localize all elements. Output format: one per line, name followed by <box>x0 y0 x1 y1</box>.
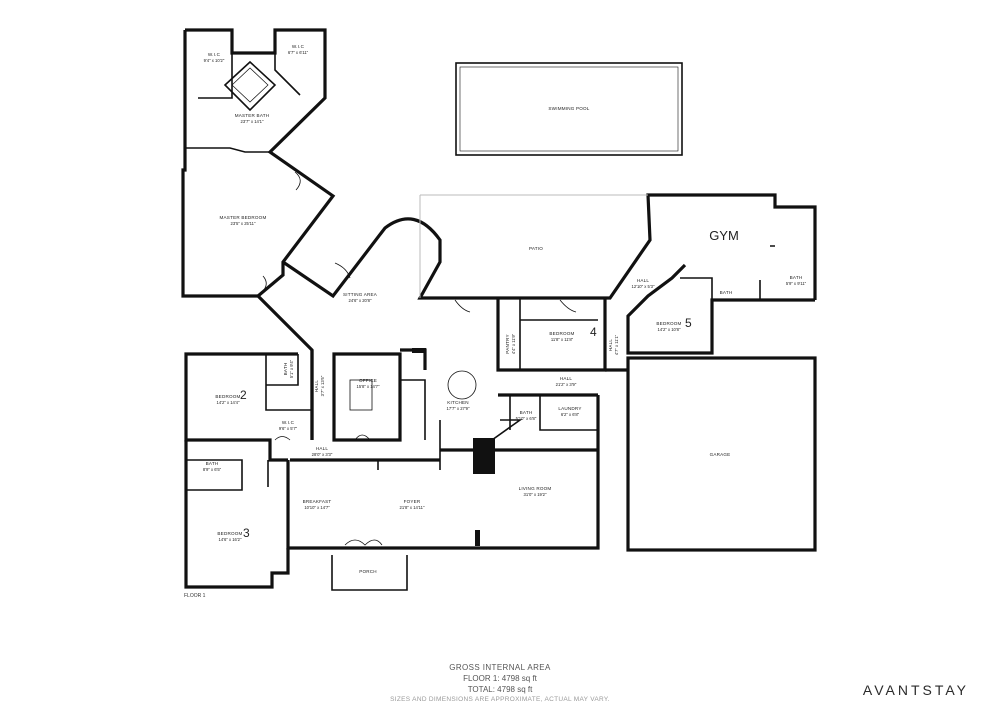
room-wic-bed2-name: W.I.C <box>282 420 295 425</box>
solid-blocks <box>412 348 495 546</box>
room-bedroom5-name: BEDROOM <box>656 321 681 326</box>
room-wic-left-name: W.I.C <box>208 52 221 57</box>
room-bedroom4-num: 4 <box>590 325 597 339</box>
room-hall-long-name: HALL <box>316 446 329 451</box>
room-hall-mid-name: HALL <box>560 376 573 381</box>
room-wic-right-dim: 6'7" x 6'11" <box>288 50 309 55</box>
room-bath-gym-dim: 5'9" x 9'11" <box>786 281 807 286</box>
room-office-dim: 15'8" x 14'7" <box>357 384 380 389</box>
room-bedroom2-name: BEDROOM <box>215 394 240 399</box>
footer-floor-area: FLOOR 1: 4798 sq ft <box>463 674 537 683</box>
room-laundry-dim: 6'2" x 6'8" <box>561 412 580 417</box>
room-bedroom3-num: 3 <box>243 526 250 540</box>
room-pantry-dim: 4'4" x 11'9" <box>511 333 516 354</box>
room-bath-small-name: BATH <box>720 290 733 295</box>
room-bedroom3-dim: 14'6" x 16'2" <box>219 537 242 542</box>
room-hall-long-dim: 28'0" x 3'3" <box>312 452 333 457</box>
room-bedroom4-dim: 11'8" x 11'8" <box>551 337 574 342</box>
room-bedroom5-num: 5 <box>685 316 692 330</box>
room-pool-name: SWIMMING POOL <box>548 106 589 111</box>
room-hall-vertical-dim: 4'7" x 11'1" <box>614 334 619 355</box>
room-wic-right-name: W.I.C <box>292 44 305 49</box>
room-bath-gym-name: BATH <box>790 275 803 280</box>
room-bedroom2-num: 2 <box>240 388 247 402</box>
room-pantry-name: PANTRY <box>505 334 510 353</box>
room-hall-vertical-name: HALL <box>608 339 613 352</box>
room-hall-mid-dim: 21'2" x 3'9" <box>556 382 577 387</box>
room-wic-left-dim: 9'4" x 10'2" <box>204 58 225 63</box>
room-bath-bed2-dim: 5'1" x 9'4" <box>289 359 294 378</box>
room-labels: W.I.C 9'4" x 10'2" W.I.C 6'7" x 6'11" MA… <box>203 44 807 574</box>
room-master-bath-dim: 23'7" x 14'1" <box>241 119 264 124</box>
room-hall-narrow-dim: 3'7" x 13'6" <box>320 375 325 396</box>
interior-walls <box>185 53 775 591</box>
room-living-name: LIVING ROOM <box>519 486 552 491</box>
room-garage-name: GARAGE <box>710 452 731 457</box>
room-patio-name: PATIO <box>529 246 543 251</box>
exterior-walls <box>181 28 817 589</box>
room-bath-bed2-name: BATH <box>283 363 288 376</box>
room-bath-laundry-dim: 5'10" x 6'8" <box>516 416 537 421</box>
footer-note: SIZES AND DIMENSIONS ARE APPROXIMATE, AC… <box>390 696 610 703</box>
room-foyer-dim: 21'8" x 14'11" <box>400 505 425 510</box>
room-breakfast-name: BREAKFAST <box>303 499 332 504</box>
room-wic-bed2-dim: 9'6" x 5'7" <box>279 426 298 431</box>
room-bath-laundry-name: BATH <box>520 410 533 415</box>
room-hall-gym-name: HALL <box>637 278 650 283</box>
room-master-bath-name: MASTER BATH <box>235 113 270 118</box>
room-breakfast-dim: 10'10" x 14'7" <box>304 505 330 510</box>
room-kitchen-dim: 17'7" x 27'9" <box>447 406 470 411</box>
room-living-dim: 31'0" x 19'2" <box>524 492 547 497</box>
room-hall-narrow-name: HALL <box>314 380 319 393</box>
room-bedroom2-dim: 14'2" x 14'4" <box>217 400 240 405</box>
room-gym-name: GYM <box>709 228 739 243</box>
footer-total-area: TOTAL: 4798 sq ft <box>467 685 533 694</box>
room-bath-bed3-name: BATH <box>206 461 219 466</box>
floor-tag: FLOOR 1 <box>184 593 206 599</box>
room-foyer-name: FOYER <box>404 499 421 504</box>
room-bedroom3-name: BEDROOM <box>217 531 242 536</box>
room-sitting-name: SITTING AREA <box>343 292 378 297</box>
room-bath-bed3-dim: 8'9" x 6'5" <box>203 467 222 472</box>
room-hall-gym-dim: 12'10" x 5'3" <box>632 284 655 289</box>
room-kitchen-name: KITCHEN <box>447 400 469 405</box>
room-master-bedroom-dim: 23'5" x 25'11" <box>231 221 256 226</box>
room-bedroom5-dim: 14'2" x 10'8" <box>658 327 681 332</box>
room-sitting-dim: 24'6" x 20'8" <box>349 298 372 303</box>
room-bedroom4-name: BEDROOM <box>549 331 574 336</box>
room-laundry-name: LAUNDRY <box>558 406 581 411</box>
footer-title: GROSS INTERNAL AREA <box>449 663 551 672</box>
room-master-bedroom-name: MASTER BEDROOM <box>220 215 267 220</box>
room-office-name: OFFICE <box>359 378 377 383</box>
brand-logo: AVANTSTAY <box>862 682 969 698</box>
room-porch-name: PORCH <box>359 569 377 574</box>
